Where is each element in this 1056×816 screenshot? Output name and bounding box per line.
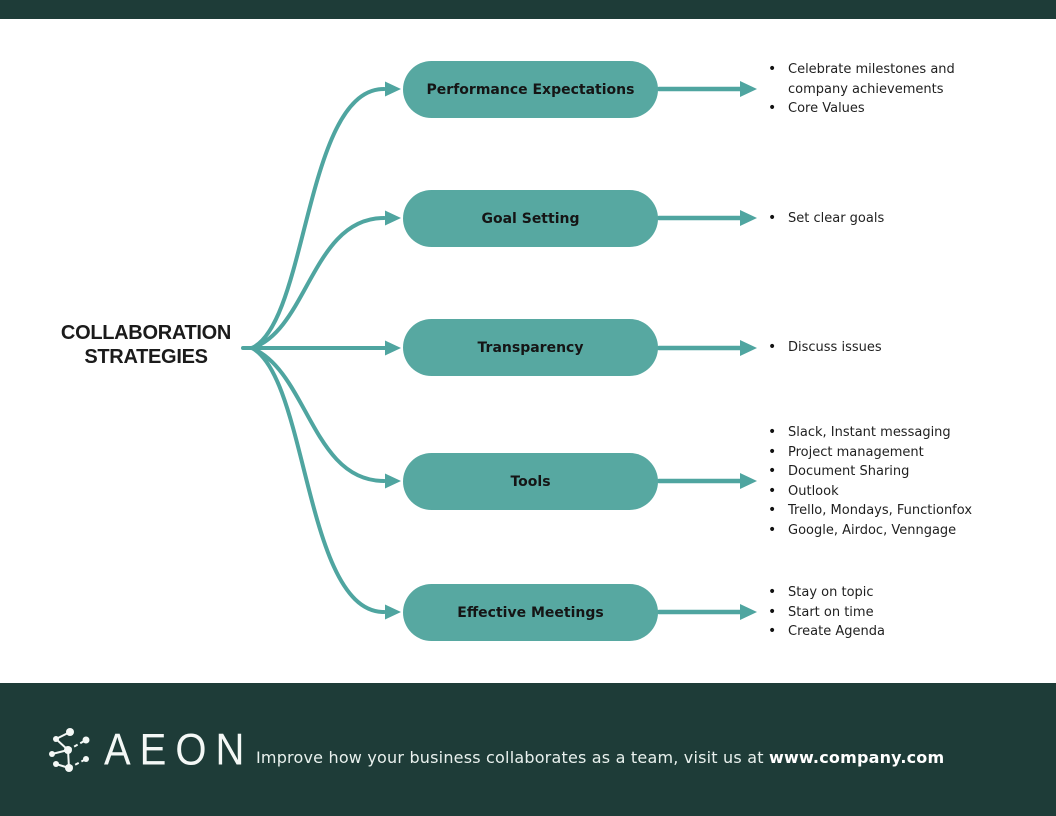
list-item: Trello, Mondays, Functionfox <box>764 501 1014 521</box>
node-transparency: Transparency <box>403 319 658 376</box>
connector-effective-meetings <box>250 346 386 614</box>
node-effective-meetings: Effective Meetings <box>403 584 658 641</box>
bullet-list-goal-setting: Set clear goals <box>764 209 1014 229</box>
node-goal-setting: Goal Setting <box>403 190 658 247</box>
list-item: Project management <box>764 443 1014 463</box>
footer-website-link: www.company.com <box>769 748 945 767</box>
connector-performance-expectations <box>250 87 386 350</box>
bullet-list-performance-expectations: Celebrate milestones and company achieve… <box>764 60 969 119</box>
arrowhead-icon <box>385 604 401 620</box>
list-item: Set clear goals <box>764 209 1014 229</box>
footer-bar <box>0 683 1056 816</box>
top-accent-bar <box>0 0 1056 19</box>
footer-tagline-text: Improve how your business collaborates a… <box>256 748 769 767</box>
node-label: Effective Meetings <box>457 604 604 621</box>
brand-logo: AEON <box>46 724 254 775</box>
node-performance-expectations: Performance Expectations <box>403 61 658 118</box>
arrowhead-icon <box>385 340 401 356</box>
bullet-list-tools: Slack, Instant messaging Project managem… <box>764 423 1014 540</box>
arrowhead-icon <box>740 81 757 97</box>
node-tools: Tools <box>403 453 658 510</box>
arrowhead-icon <box>740 473 757 489</box>
list-item: Celebrate milestones and company achieve… <box>764 60 969 99</box>
connector-goal-setting <box>250 216 386 350</box>
bullet-list-effective-meetings: Stay on topic Start on time Create Agend… <box>764 583 1014 642</box>
list-item: Start on time <box>764 603 1014 623</box>
list-item: Document Sharing <box>764 462 1014 482</box>
arrowhead-icon <box>740 210 757 226</box>
list-item: Stay on topic <box>764 583 1014 603</box>
arrowhead-icon <box>385 473 401 489</box>
list-item: Slack, Instant messaging <box>764 423 1014 443</box>
bullet-list-transparency: Discuss issues <box>764 338 1014 358</box>
page-title-line2: STRATEGIES <box>84 346 208 368</box>
node-label: Goal Setting <box>481 210 580 227</box>
network-nodes-icon <box>49 728 90 772</box>
node-label: Transparency <box>477 339 584 356</box>
list-item: Outlook <box>764 482 1014 502</box>
page-title: COLLABORATION STRATEGIES <box>26 321 266 369</box>
list-item: Core Values <box>764 99 969 119</box>
arrowhead-icon <box>385 81 401 97</box>
list-item: Discuss issues <box>764 338 1014 358</box>
arrowhead-icon <box>740 340 757 356</box>
brand-name: AEON <box>104 724 254 775</box>
node-label: Performance Expectations <box>426 81 635 98</box>
node-label: Tools <box>510 473 551 490</box>
page-title-line1: COLLABORATION <box>60 322 232 344</box>
arrowhead-icon <box>740 604 757 620</box>
list-item: Google, Airdoc, Venngage <box>764 521 1014 541</box>
footer-tagline: Improve how your business collaborates a… <box>256 748 944 767</box>
connector-tools <box>250 346 386 483</box>
arrowhead-icon <box>385 210 401 226</box>
list-item: Create Agenda <box>764 622 1014 642</box>
